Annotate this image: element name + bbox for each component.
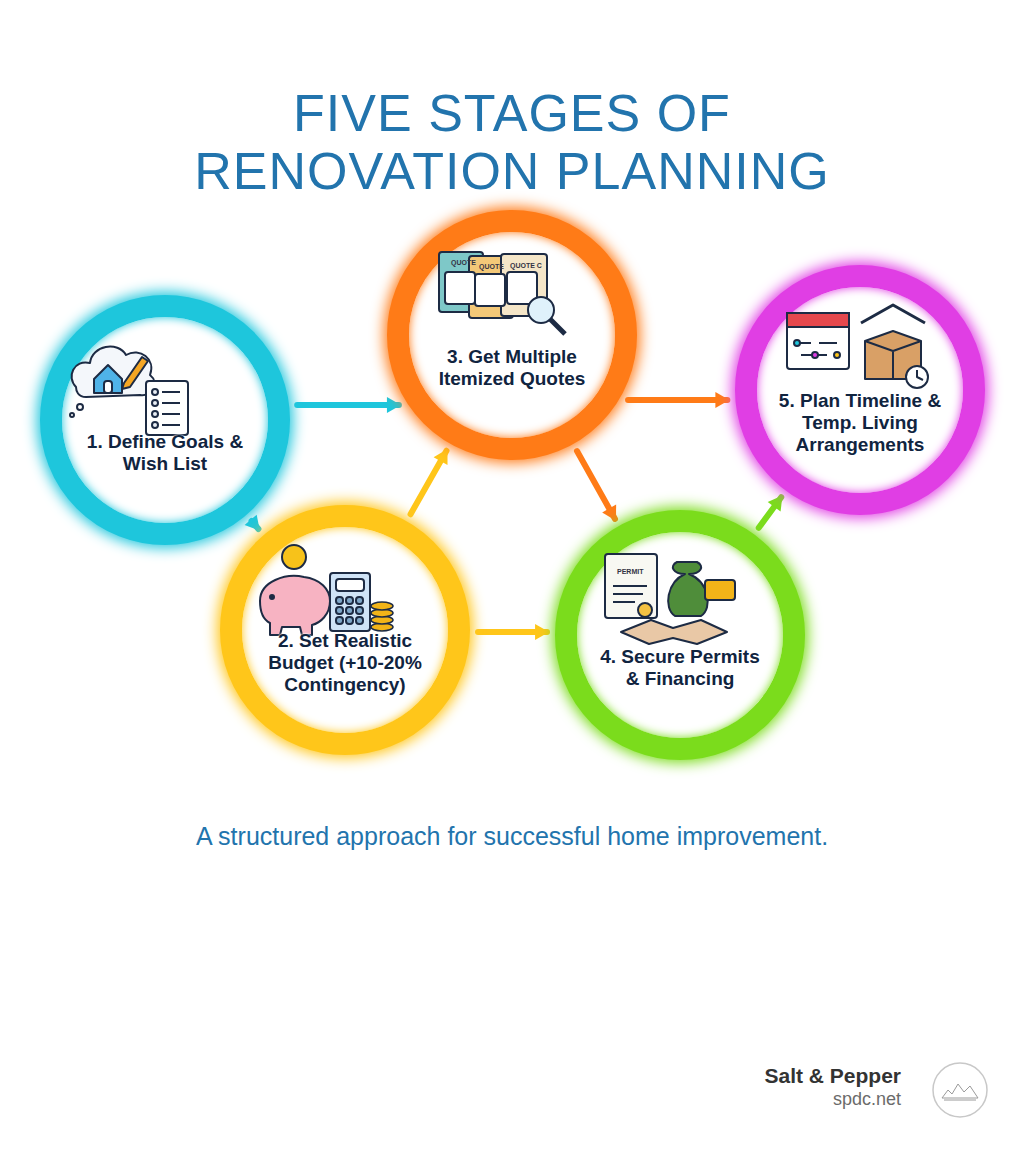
flow-arrow bbox=[478, 629, 547, 635]
stage-icon bbox=[757, 287, 963, 493]
stage-circle: 1. Define Goals & Wish List bbox=[40, 295, 290, 545]
diagram-title: FIVE STAGES OF RENOVATION PLANNING bbox=[132, 84, 892, 200]
flow-arrow bbox=[759, 497, 782, 528]
stage-label: 5. Plan Timeline & Temp. Living Arrangem… bbox=[771, 390, 949, 456]
icon-text: PERMIT bbox=[617, 568, 643, 575]
diagram-caption: A structured approach for successful hom… bbox=[0, 822, 1024, 851]
flow-arrow bbox=[252, 521, 259, 529]
stage-label: 1. Define Goals & Wish List bbox=[76, 431, 254, 475]
flow-arrow bbox=[411, 451, 447, 515]
flow-arrow bbox=[297, 402, 399, 408]
icon-text: QUOTE C bbox=[510, 262, 542, 269]
stage-circle: 5. Plan Timeline & Temp. Living Arrangem… bbox=[735, 265, 985, 515]
stage-icon bbox=[577, 532, 783, 738]
stage-circle: 4. Secure Permits & Financing PERMIT bbox=[555, 510, 805, 760]
flow-arrow bbox=[577, 451, 615, 519]
footer-text: spdc.net bbox=[833, 1089, 901, 1110]
flow-arrow bbox=[628, 397, 727, 403]
stage-label: 2. Set Realistic Budget (+10-20% Conting… bbox=[256, 630, 434, 696]
icon-text: QUOTE bbox=[479, 263, 504, 270]
stage-label: 4. Secure Permits & Financing bbox=[591, 646, 769, 690]
icon-text: QUOTE bbox=[451, 259, 476, 266]
stage-circle: 2. Set Realistic Budget (+10-20% Conting… bbox=[220, 505, 470, 755]
footer-text: Salt & Pepper bbox=[764, 1064, 901, 1088]
stage-circle: 3. Get Multiple Itemized QuotesQUOTEQUOT… bbox=[387, 210, 637, 460]
stage-icon bbox=[62, 317, 268, 523]
company-logo bbox=[933, 1063, 987, 1117]
stage-label: 3. Get Multiple Itemized Quotes bbox=[423, 346, 601, 390]
stage-icon bbox=[242, 527, 448, 733]
